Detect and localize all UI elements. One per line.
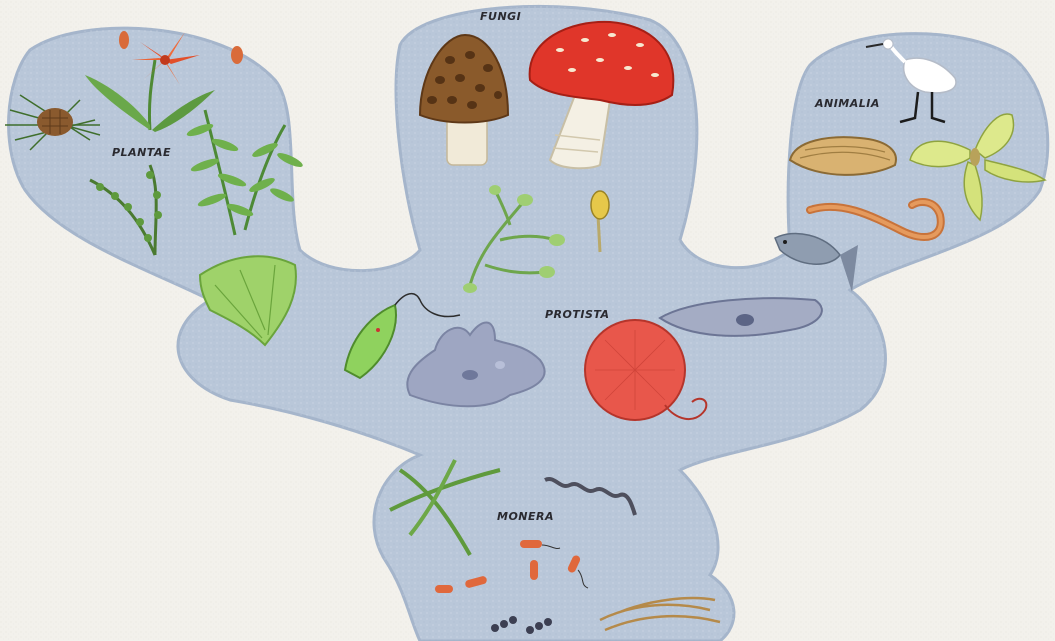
kingdom-label-plantae: PLANTAE [112,146,171,159]
kingdom-label-protista: PROTISTA [545,308,610,321]
kingdom-label-fungi: FUNGI [480,10,521,23]
kingdom-label-monera: MONERA [497,510,554,523]
kingdom-label-animalia: ANIMALIA [815,97,880,110]
